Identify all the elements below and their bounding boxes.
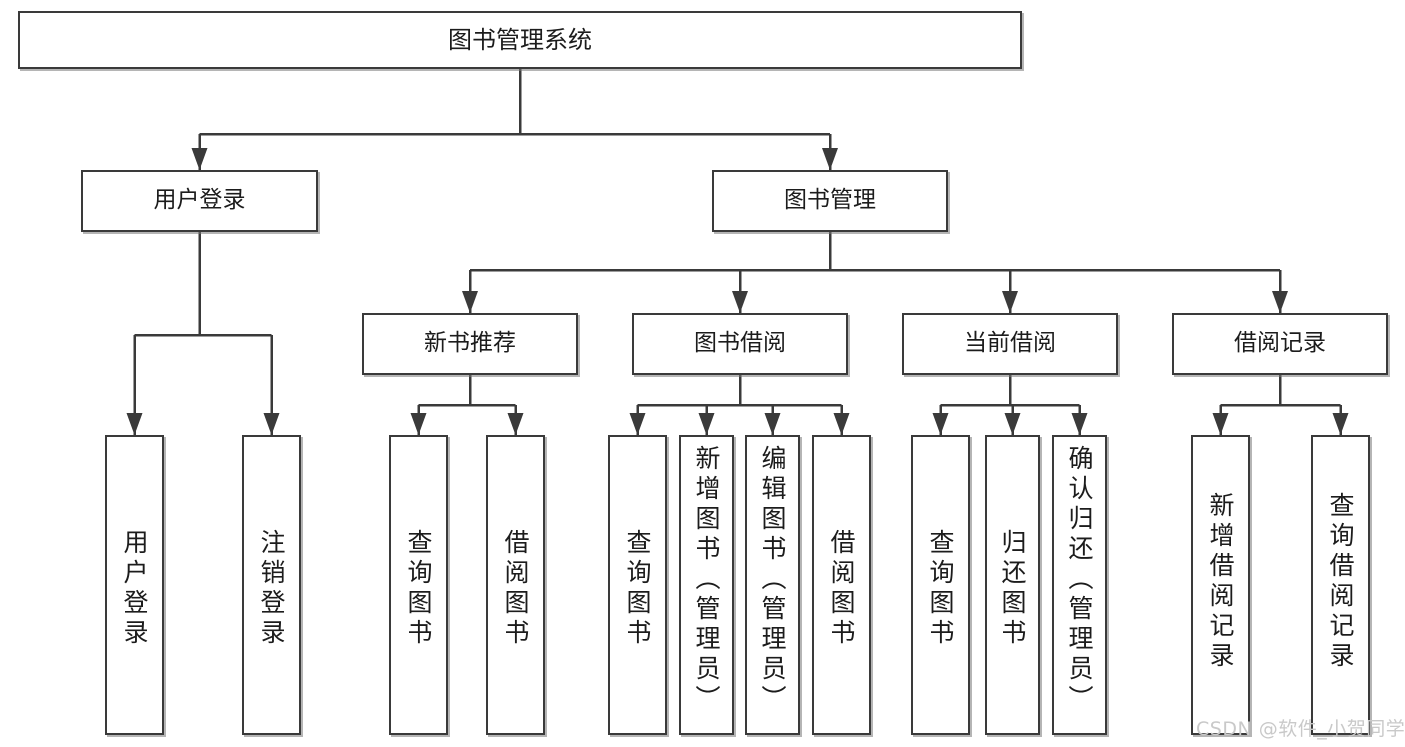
node-leaf-query-book-3-label: 查询图书 (926, 529, 955, 649)
node-leaf-user-login[interactable]: 用户登录 (105, 435, 164, 735)
node-leaf-logout-login-label: 注销登录 (257, 529, 286, 649)
node-leaf-query-book-1[interactable]: 查询图书 (389, 435, 448, 735)
node-book-borrow-label: 图书借阅 (694, 330, 786, 357)
node-leaf-query-book-2-label: 查询图书 (623, 529, 652, 649)
node-leaf-return-book[interactable]: 归还图书 (985, 435, 1040, 735)
node-leaf-logout-login[interactable]: 注销登录 (242, 435, 301, 735)
node-leaf-user-login-label: 用户登录 (120, 529, 149, 649)
node-new-book-recommend-label: 新书推荐 (424, 330, 516, 357)
node-user-login-label: 用户登录 (153, 187, 246, 214)
node-leaf-add-book-admin-label: 新增图书（管理员） (692, 445, 721, 715)
node-root[interactable]: 图书管理系统 (18, 11, 1022, 69)
node-user-login[interactable]: 用户登录 (81, 170, 318, 232)
node-leaf-borrow-book-1-label: 借阅图书 (501, 529, 530, 649)
node-leaf-return-book-label: 归还图书 (998, 529, 1027, 649)
node-borrow-record-label: 借阅记录 (1234, 330, 1326, 357)
node-leaf-query-book-1-label: 查询图书 (404, 529, 433, 649)
node-leaf-add-borrow-record[interactable]: 新增借阅记录 (1191, 435, 1250, 735)
node-leaf-edit-book-admin-label: 编辑图书（管理员） (758, 445, 787, 715)
node-current-borrow[interactable]: 当前借阅 (902, 313, 1118, 375)
node-leaf-borrow-book-2[interactable]: 借阅图书 (812, 435, 871, 735)
node-book-management-label: 图书管理 (784, 187, 876, 214)
node-leaf-query-borrow-record[interactable]: 查询借阅记录 (1311, 435, 1370, 735)
node-leaf-query-book-2[interactable]: 查询图书 (608, 435, 667, 735)
node-leaf-borrow-book-1[interactable]: 借阅图书 (486, 435, 545, 735)
node-book-management[interactable]: 图书管理 (712, 170, 948, 232)
node-leaf-borrow-book-2-label: 借阅图书 (827, 529, 856, 649)
node-new-book-recommend[interactable]: 新书推荐 (362, 313, 578, 375)
node-leaf-add-borrow-record-label: 新增借阅记录 (1206, 492, 1235, 672)
node-leaf-add-book-admin[interactable]: 新增图书（管理员） (679, 435, 734, 735)
node-leaf-edit-book-admin[interactable]: 编辑图书（管理员） (745, 435, 800, 735)
node-root-label: 图书管理系统 (448, 25, 592, 54)
node-leaf-query-borrow-record-label: 查询借阅记录 (1326, 492, 1355, 672)
node-leaf-confirm-return-admin[interactable]: 确认归还（管理员） (1052, 435, 1107, 735)
node-book-borrow[interactable]: 图书借阅 (632, 313, 848, 375)
node-leaf-query-book-3[interactable]: 查询图书 (911, 435, 970, 735)
node-borrow-record[interactable]: 借阅记录 (1172, 313, 1388, 375)
node-current-borrow-label: 当前借阅 (964, 330, 1056, 357)
node-leaf-confirm-return-admin-label: 确认归还（管理员） (1065, 445, 1094, 715)
csdn-watermark: CSDN @软件_小贺同学 (1196, 718, 1405, 740)
